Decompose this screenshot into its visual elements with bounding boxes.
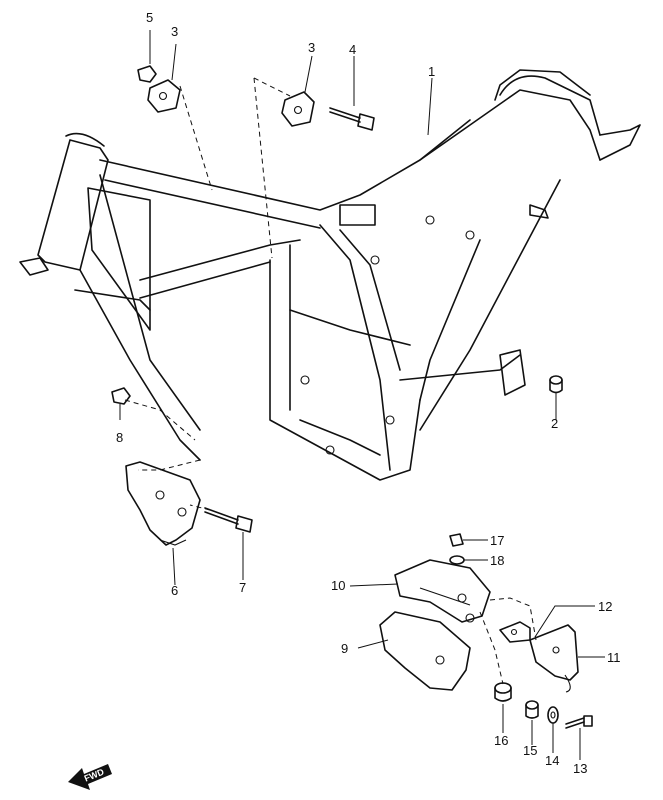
callout-14: 14 xyxy=(545,753,559,768)
guard-part-10 xyxy=(394,559,491,623)
nut-part-5 xyxy=(137,65,157,83)
callout-3-left: 3 xyxy=(171,24,178,39)
callout-5: 5 xyxy=(146,10,153,25)
clip-part-12 xyxy=(499,621,531,643)
callout-7: 7 xyxy=(239,580,246,595)
bolt-part-4 xyxy=(329,107,375,131)
callout-1: 1 xyxy=(428,64,435,79)
fwd-arrow-icon: FWD xyxy=(68,764,112,790)
callout-9: 9 xyxy=(341,641,348,656)
spacer-part-15 xyxy=(525,700,539,719)
main-frame xyxy=(19,69,641,481)
nut-part-17 xyxy=(449,533,464,547)
washer-part-18 xyxy=(449,555,465,565)
callout-8: 8 xyxy=(116,430,123,445)
bolt-part-7 xyxy=(204,507,253,533)
leader-lines xyxy=(119,30,605,760)
callout-numbers: 1 2 3 3 4 5 6 7 8 9 10 11 12 13 14 15 16… xyxy=(116,10,621,776)
callout-15: 15 xyxy=(523,743,537,758)
bracket-part-6 xyxy=(125,461,201,546)
dashed-alignment-lines xyxy=(124,77,537,685)
collar-part-16 xyxy=(494,682,512,702)
nut-part-8 xyxy=(111,387,131,405)
callout-13: 13 xyxy=(573,761,587,776)
callout-3-right: 3 xyxy=(308,40,315,55)
screw-part-13 xyxy=(565,715,593,729)
washer-part-14 xyxy=(547,706,559,724)
callout-6: 6 xyxy=(171,583,178,598)
bracket-part-11 xyxy=(529,624,579,693)
callout-2: 2 xyxy=(551,416,558,431)
plate-part-3-left xyxy=(147,79,181,113)
guard-part-9 xyxy=(379,611,471,691)
callout-17: 17 xyxy=(490,533,504,548)
callout-4: 4 xyxy=(349,42,356,57)
callout-18: 18 xyxy=(490,553,504,568)
callout-11: 11 xyxy=(607,650,621,665)
plate-part-3-right xyxy=(281,91,315,127)
callout-12: 12 xyxy=(598,599,612,614)
callout-10: 10 xyxy=(331,578,345,593)
callout-16: 16 xyxy=(494,733,508,748)
bushing-part-2 xyxy=(549,375,563,394)
